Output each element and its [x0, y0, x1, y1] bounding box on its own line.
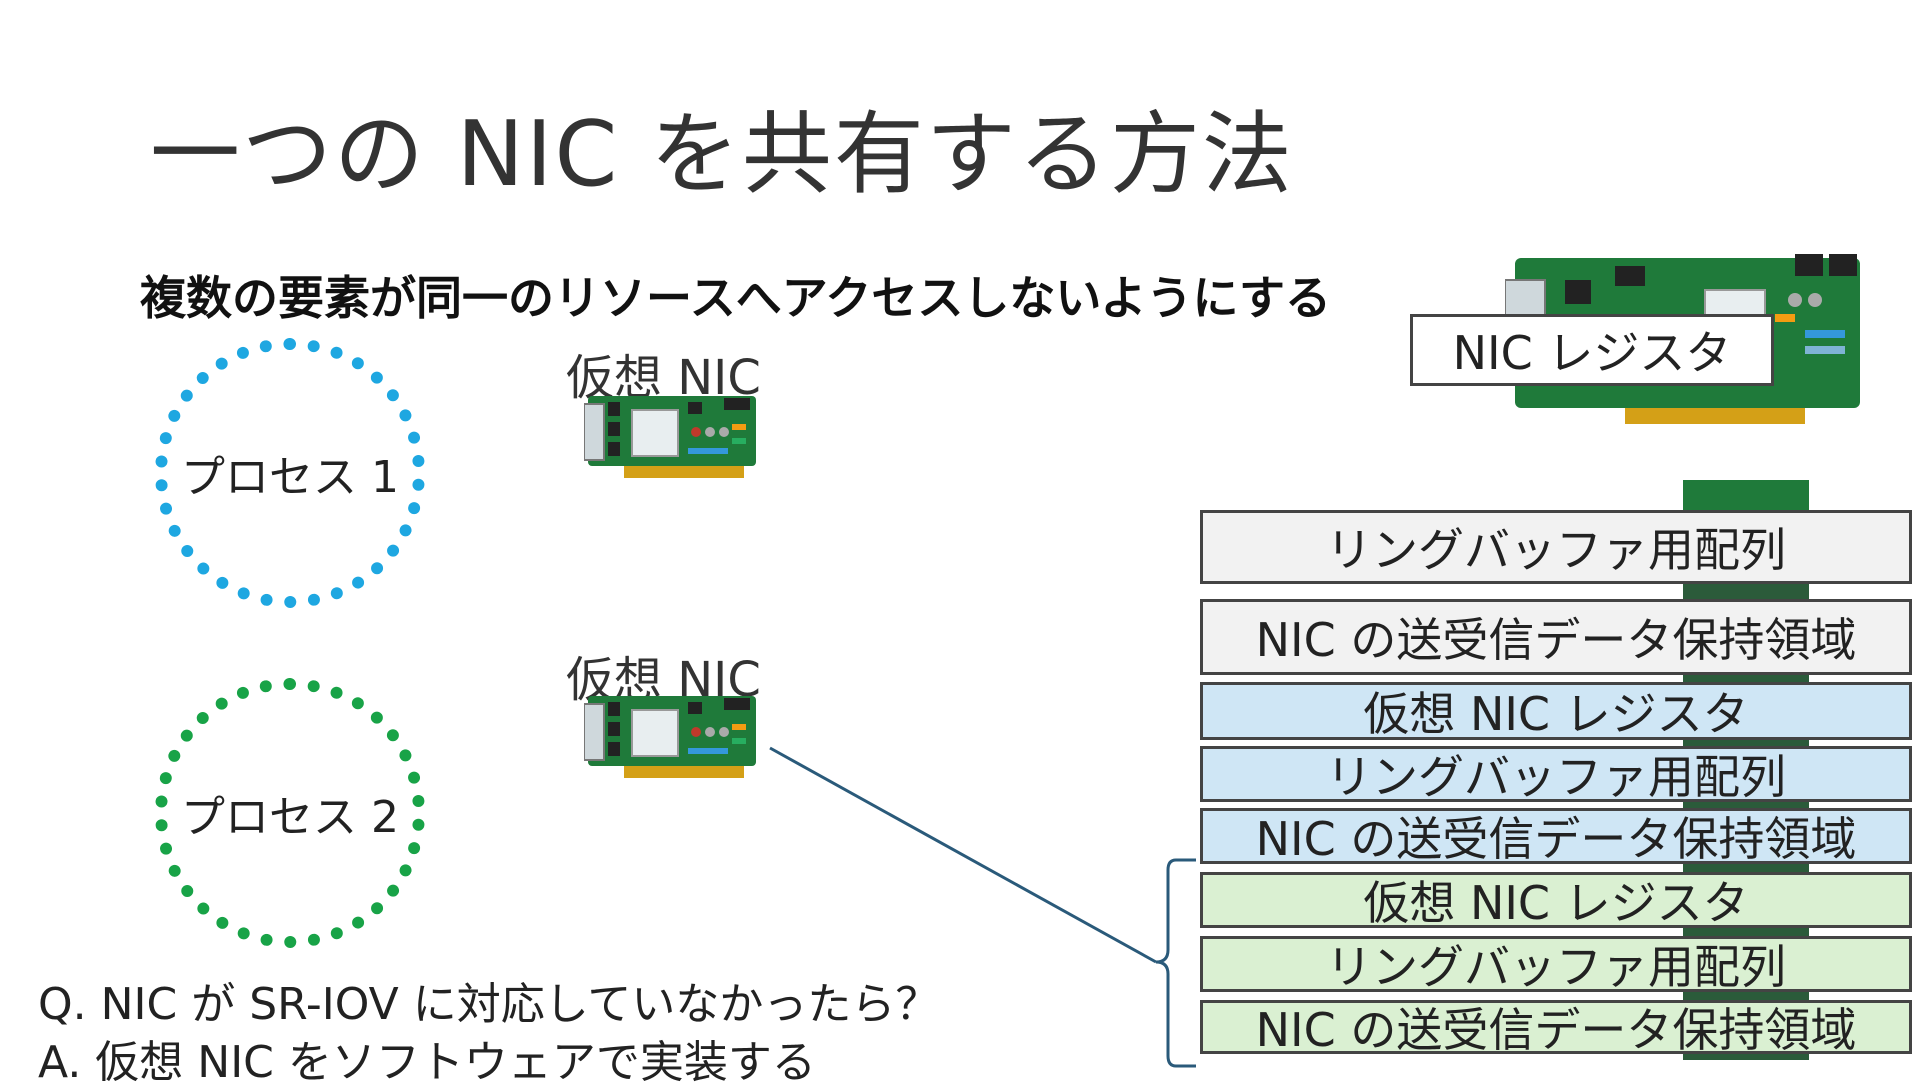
memory-block-label: リングバッファ用配列: [1326, 750, 1786, 804]
memory-block: 仮想 NIC レジスタ: [1200, 872, 1912, 930]
virtual-nic-1-card-icon: [584, 392, 764, 484]
memory-block: NIC の送受信データ保持領域: [1200, 808, 1912, 866]
memory-block: リングバッファ用配列: [1200, 510, 1912, 584]
virtual-nic-2-card-icon: [584, 692, 764, 784]
memory-block-label: NIC の送受信データ保持領域: [1255, 812, 1857, 866]
memory-block-label: NIC の送受信データ保持領域: [1255, 1003, 1857, 1057]
memory-block: リングバッファ用配列: [1200, 936, 1912, 994]
question-text: Q. NIC が SR-IOV に対応していなかったら？: [38, 979, 940, 1030]
memory-block-label: リングバッファ用配列: [1326, 523, 1786, 577]
memory-module-top: [1683, 480, 1809, 512]
memory-block: 仮想 NIC レジスタ: [1200, 682, 1912, 741]
page-title: 一つの NIC を共有する方法: [150, 102, 1294, 207]
answer-text: A. 仮想 NIC をソフトウェアで実装する: [38, 1037, 816, 1088]
nic-register-box: NIC レジスタ: [1410, 314, 1774, 386]
process-1-label: プロセス 1: [181, 452, 399, 503]
memory-block-label: 仮想 NIC レジスタ: [1363, 876, 1749, 930]
bracket-shape: [1155, 858, 1196, 1068]
nic-register-label: NIC レジスタ: [1452, 326, 1732, 380]
connector-line: [769, 746, 1157, 964]
page-subtitle: 複数の要素が同一のリソースへアクセスしないようにする: [140, 271, 1331, 325]
memory-block: リングバッファ用配列: [1200, 746, 1912, 804]
memory-block: NIC の送受信データ保持領域: [1200, 1000, 1912, 1057]
memory-block: NIC の送受信データ保持領域: [1200, 599, 1912, 675]
process-2-label: プロセス 2: [181, 792, 399, 843]
memory-block-label: リングバッファ用配列: [1326, 940, 1786, 994]
memory-block-label: NIC の送受信データ保持領域: [1255, 613, 1857, 667]
memory-block-label: 仮想 NIC レジスタ: [1363, 687, 1749, 741]
